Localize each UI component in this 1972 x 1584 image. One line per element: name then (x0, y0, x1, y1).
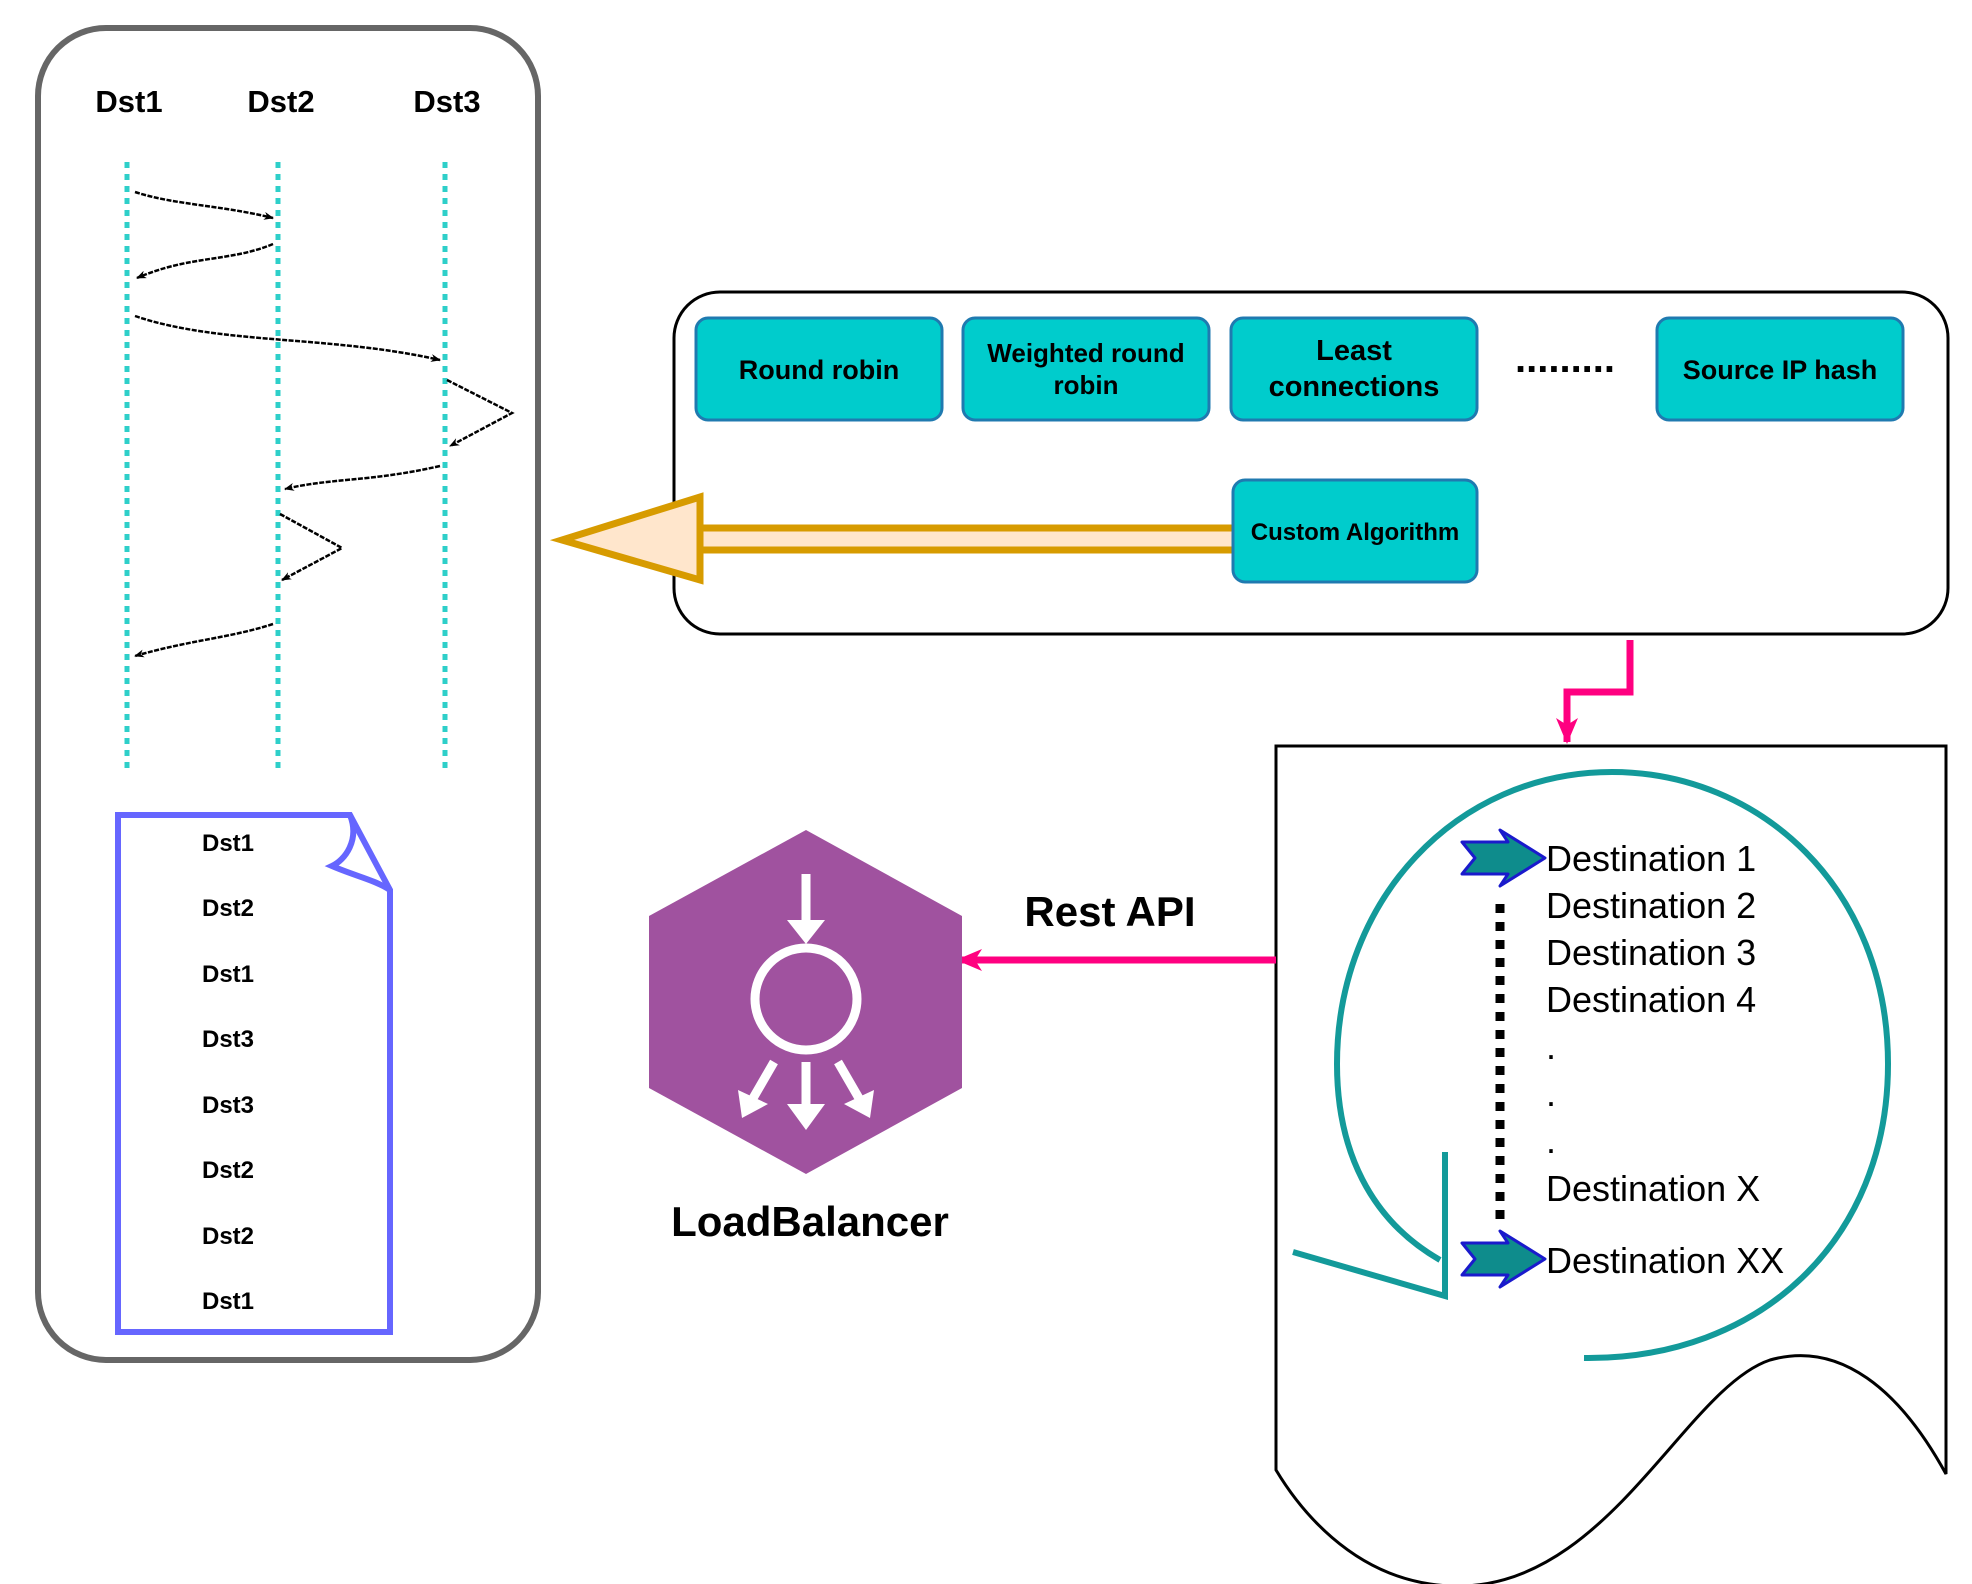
pointer-arrow-icon (1460, 1229, 1547, 1289)
document-item: Dst1 (202, 1288, 254, 1315)
destination-item: . (1546, 1026, 1556, 1067)
load-balancer-label: LoadBalancer (671, 1198, 949, 1245)
custom-algorithm-output-arrow (549, 492, 1236, 585)
algorithm-label: Custom Algorithm (1251, 519, 1459, 546)
pointer-arrow-icon (1460, 828, 1547, 888)
algorithms-ellipsis: ......... (1515, 337, 1615, 381)
destination-item: Destination 1 (1546, 838, 1756, 879)
message-arrow (134, 190, 274, 220)
destination-item: Destination 4 (1546, 979, 1756, 1020)
document-item: Dst1 (202, 830, 254, 857)
loop-arrowhead (1292, 1152, 1448, 1300)
lifelines (124, 162, 448, 772)
destination-list: Destination 1 Destination 2 Destination … (1546, 838, 1784, 1281)
destination-item: Destination 3 (1546, 932, 1756, 973)
load-balancer-icon[interactable] (649, 830, 962, 1174)
document-item: Dst3 (202, 1092, 254, 1119)
algorithms-to-destinations-arrow (1556, 640, 1634, 744)
destinations-document (1274, 744, 1948, 1584)
destinations-loop-circle (1333, 768, 1892, 1362)
destination-item: . (1546, 1120, 1556, 1161)
message-arrow (136, 242, 274, 280)
document-item: Dst2 (202, 1157, 254, 1184)
algorithm-least-connections[interactable]: Least connections (1229, 316, 1479, 422)
destination-item: Destination XX (1546, 1240, 1784, 1281)
algorithm-label: Weighted round robin (987, 338, 1185, 400)
column-header-dst1: Dst1 (95, 84, 162, 119)
message-arrow (134, 622, 274, 658)
message-arrow (446, 378, 515, 448)
algorithm-label: Source IP hash (1683, 355, 1878, 385)
message-arrow (134, 314, 441, 362)
message-arrow (279, 512, 345, 582)
order-document (115, 812, 393, 1335)
document-item: Dst1 (202, 961, 254, 988)
column-header-dst2: Dst2 (247, 84, 314, 119)
algorithm-custom[interactable]: Custom Algorithm (1231, 478, 1479, 584)
column-header-dst3: Dst3 (413, 84, 480, 119)
algorithm-source-ip-hash[interactable]: Source IP hash (1655, 316, 1905, 422)
destination-item: Destination 2 (1546, 885, 1756, 926)
document-item: Dst3 (202, 1026, 254, 1053)
message-arrow (284, 464, 441, 491)
destination-item: . (1546, 1073, 1556, 1114)
document-fold-corner (324, 813, 392, 893)
document-item: Dst2 (202, 1223, 254, 1250)
document-item: Dst2 (202, 895, 254, 922)
algorithm-weighted-round-robin[interactable]: Weighted round robin (961, 316, 1211, 422)
algorithm-label: Round robin (739, 355, 899, 385)
algorithm-label: Least connections (1268, 335, 1440, 403)
sequence-messages (134, 190, 515, 658)
order-document-items: Dst1 Dst2 Dst1 Dst3 Dst3 Dst2 Dst2 Dst1 (202, 830, 254, 1315)
sequence-column-headers: Dst1 Dst2 Dst3 (95, 84, 480, 119)
algorithm-round-robin[interactable]: Round robin (694, 316, 944, 422)
destination-item: Destination X (1546, 1168, 1760, 1209)
rest-api-label: Rest API (1024, 888, 1195, 935)
